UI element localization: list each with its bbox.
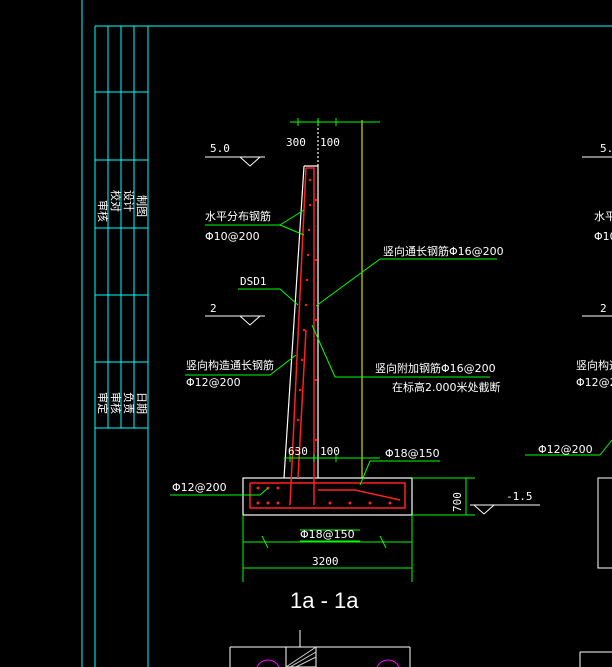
title-cell-7: 负责 [122, 392, 136, 414]
label-vert-struct-spec: Φ12@200 [186, 376, 241, 389]
right-vert-struct-label: 竖向构造 [576, 358, 612, 372]
dim-total-width: 3200 [312, 555, 339, 568]
title-cell-2: 校对 [109, 190, 123, 212]
label-footing-bottom-rebar: Φ18@150 [300, 528, 355, 541]
label-vert-long-rebar: 竖向通长钢筋Φ16@200 [383, 244, 504, 258]
dim-top-width-b: 100 [320, 136, 340, 149]
right-partial-detail [525, 156, 612, 667]
dimension-lines [242, 118, 475, 582]
dim-top-width-a: 300 [286, 136, 306, 149]
wall-rebar [289, 167, 315, 506]
label-horiz-dist-rebar: 水平分布钢筋 [205, 209, 271, 223]
title-block-text: 审核 校对 设计 制图 审定 审核 负责 日期 [96, 190, 148, 414]
wall-rebar-dots [294, 178, 318, 452]
footing-rebar [249, 482, 406, 509]
title-cell-6: 审核 [109, 392, 123, 414]
title-cell-4: 制图 [135, 195, 148, 217]
title-cell-3: 设计 [122, 190, 135, 212]
right-elevation-top: 5. [600, 142, 612, 155]
footing-rebar-dots [256, 486, 392, 505]
lower-detail [229, 630, 411, 667]
label-vert-add-rebar: 竖向附加钢筋Φ16@200 [375, 361, 496, 375]
right-mid-elevation: 2 [600, 302, 607, 315]
elevation-mid: 2 [210, 302, 217, 315]
elevation-base: -1.5 [506, 490, 533, 503]
wall-outline [283, 120, 319, 479]
title-block [95, 26, 148, 429]
right-vert-struct-spec: Φ12@20 [576, 376, 612, 389]
drawing-frame [81, 0, 612, 667]
right-footing-left-rebar: Φ12@200 [538, 443, 593, 456]
footing-outline [242, 477, 413, 516]
leader-lines [170, 209, 497, 542]
title-cell-1: 审核 [96, 200, 110, 222]
dim-base-width-a: 630 [288, 445, 308, 458]
elevation-markers [205, 156, 540, 515]
label-wall-code: DSD1 [240, 275, 267, 288]
label-footing-top-rebar: Φ18@150 [385, 447, 440, 460]
elevation-top: 5.0 [210, 142, 230, 155]
label-horiz-dist-spec: Φ10@200 [205, 230, 260, 243]
label-footing-left-rebar: Φ12@200 [172, 481, 227, 494]
title-cell-5: 审定 [96, 392, 110, 414]
right-horiz-label: 水平 [594, 210, 612, 223]
section-title: 1a - 1a [290, 588, 359, 613]
right-horiz-spec: Φ10 [594, 230, 612, 243]
label-vert-struct-rebar: 竖向构造通长钢筋 [186, 358, 274, 372]
label-vert-add-note: 在标高2.000米处截断 [392, 380, 501, 394]
dim-base-width-b: 100 [320, 445, 340, 458]
dim-base-height: 700 [451, 492, 464, 512]
title-cell-8: 日期 [135, 392, 148, 414]
